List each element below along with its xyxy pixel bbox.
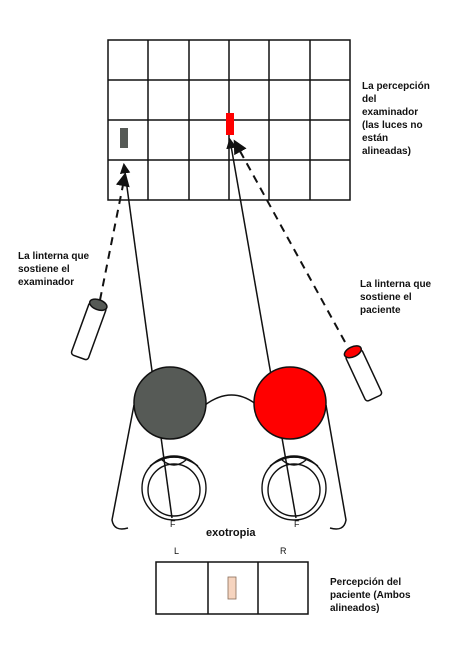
patient-perception-label: Percepción del paciente (Ambos alineados… bbox=[330, 577, 411, 614]
right-red-lens bbox=[253, 366, 327, 440]
examiner-seen-red-light bbox=[226, 113, 234, 135]
examiner-flashlight-beam bbox=[99, 172, 130, 301]
glasses-temple-right bbox=[325, 404, 347, 530]
right-eyeball bbox=[261, 455, 327, 521]
left-gray-lens bbox=[133, 366, 207, 440]
examiner-seen-gray-light bbox=[120, 128, 128, 148]
examiner-flashlight-icon bbox=[70, 298, 108, 361]
left-fixation-mark: F bbox=[170, 519, 176, 529]
patient-flashlight-icon bbox=[343, 345, 383, 402]
patient-flashlight-label: La linterna que sostiene el paciente bbox=[360, 279, 432, 316]
left-side-label: L bbox=[174, 546, 180, 556]
patient-seen-combined-light bbox=[227, 576, 237, 600]
left-eyeball bbox=[141, 455, 207, 521]
right-side-label: R bbox=[280, 546, 287, 556]
examiner-perception-grid bbox=[107, 39, 351, 201]
patient-perception-box bbox=[155, 561, 309, 615]
glasses-bridge bbox=[204, 394, 258, 406]
examiner-perception-label: La percepción del examinador (las luces … bbox=[362, 81, 430, 157]
examiner-flashlight-label: La linterna que sostiene el examinador bbox=[18, 251, 90, 288]
glasses-temple-left bbox=[111, 404, 135, 530]
patient-flashlight-beam bbox=[233, 139, 346, 343]
right-fixation-mark: F bbox=[294, 519, 300, 529]
condition-label: exotropia bbox=[206, 527, 256, 539]
right-eye-sight-line bbox=[226, 137, 297, 519]
